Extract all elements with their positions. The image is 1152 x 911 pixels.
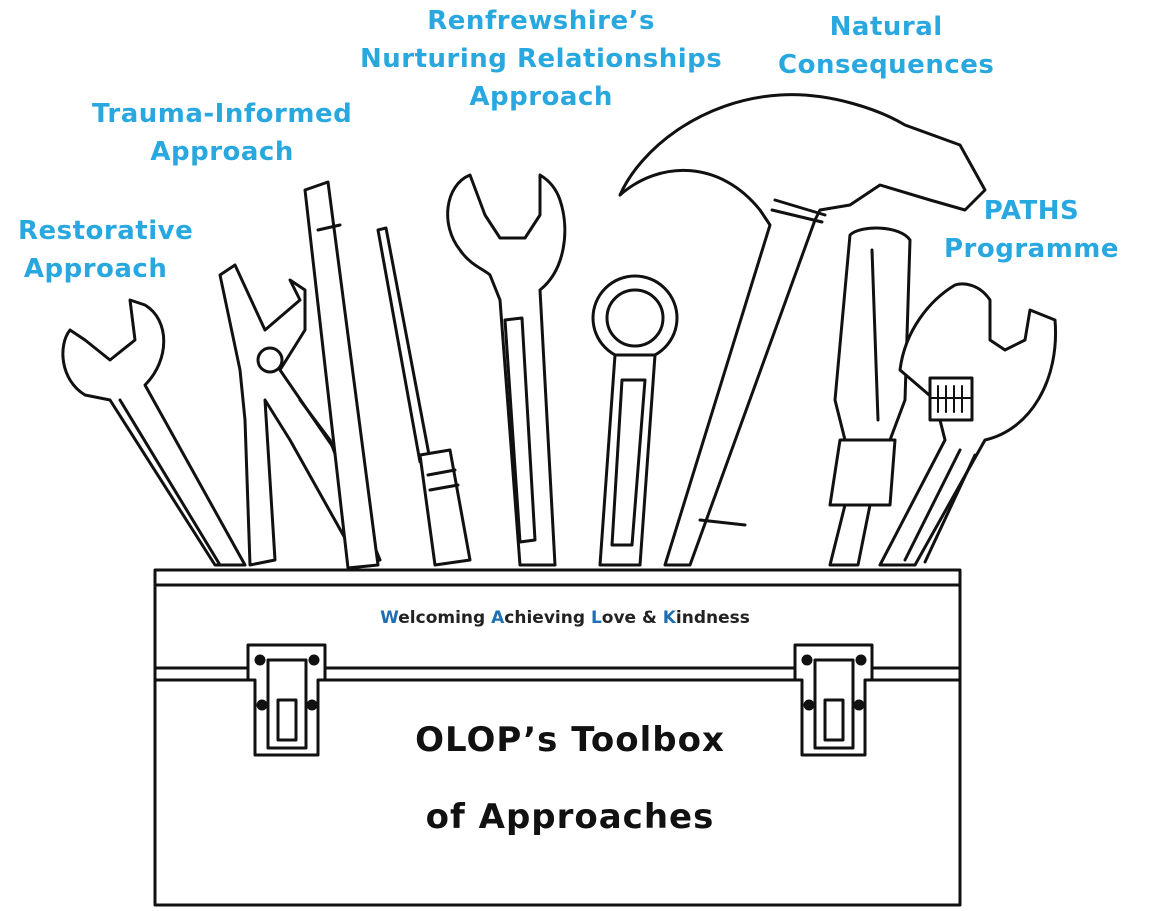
label-renfrewshire-approach: Renfrewshire’s Nurturing Relationships A… — [360, 2, 722, 116]
chisel-icon — [303, 180, 380, 570]
label-restorative-approach: Restorative Approach — [18, 212, 193, 288]
label-line: Approach — [23, 254, 168, 284]
screwdriver-icon — [376, 226, 472, 567]
label-trauma-informed-approach: Trauma-Informed Approach — [92, 95, 352, 171]
motto-word: indness — [675, 608, 750, 628]
label-line: Approach — [469, 82, 613, 112]
school-motto: Welcoming Achieving Love & Kindness — [160, 608, 970, 628]
hammer-icon — [618, 93, 987, 567]
motto-letter: W — [380, 608, 399, 628]
motto-letter: A — [491, 608, 505, 628]
label-line: Renfrewshire’s — [427, 6, 655, 36]
label-line: Programme — [944, 234, 1120, 264]
motto-word: elcoming — [398, 608, 492, 628]
screwdriver-icon — [828, 226, 912, 567]
adjustable-wrench-icon — [878, 282, 1058, 567]
motto-word: chieving — [504, 608, 591, 628]
label-line: PATHS — [983, 196, 1080, 226]
latch-icon — [246, 643, 327, 757]
toolbox-title-line2: of Approaches — [425, 797, 715, 837]
label-line: Nurturing Relationships — [360, 44, 723, 74]
label-line: Restorative — [18, 216, 194, 246]
motto-letter: K — [662, 608, 676, 628]
label-line: Natural — [829, 12, 943, 42]
motto-word: ove & — [601, 608, 663, 628]
label-line: Approach — [150, 137, 294, 167]
latch-icon — [793, 643, 874, 757]
ring-spanner-icon — [591, 274, 679, 567]
label-line: Consequences — [778, 50, 995, 80]
label-line: Trauma-Informed — [92, 99, 353, 129]
motto-letter: L — [590, 608, 602, 628]
label-natural-consequences: Natural Consequences — [778, 8, 994, 84]
toolbox-title-line1: OLOP’s Toolbox — [415, 720, 725, 760]
spanner-icon — [446, 173, 567, 567]
label-paths-programme: PATHS Programme — [944, 192, 1119, 268]
wrench-icon — [61, 298, 247, 567]
